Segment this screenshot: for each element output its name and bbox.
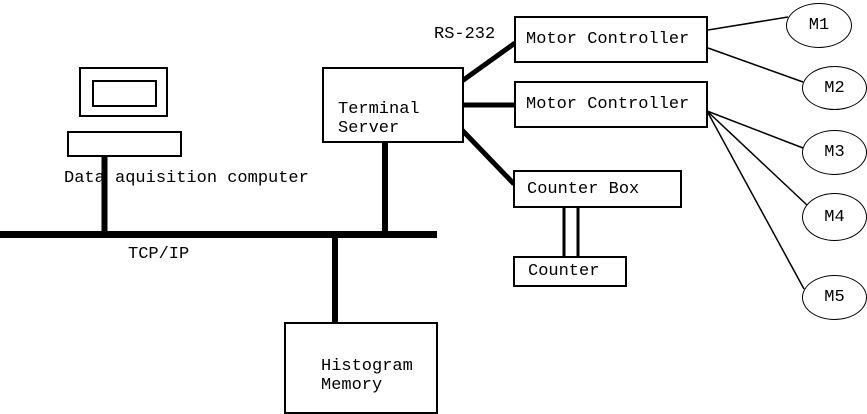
motor-m3-label: M3 (824, 143, 845, 162)
motor-m2-label: M2 (824, 78, 845, 98)
mc2-m3-link (706, 110, 804, 149)
terminal-server-counterbox-link (460, 128, 516, 186)
motor-controller-1-label: Motor Controller (526, 30, 690, 49)
histogram-memory-label: Histogram Memory (321, 357, 413, 395)
computer-screen-icon (92, 80, 157, 107)
mc1-m2-link (707, 47, 804, 83)
computer-keyboard-icon (67, 131, 182, 157)
tcpip-label: TCP/IP (128, 245, 190, 264)
motor-m1-node: M1 (786, 3, 852, 48)
motor-m4-node: M4 (802, 193, 867, 241)
counter-label: Counter (528, 262, 600, 281)
motor-m1-label: M1 (808, 16, 830, 35)
terminal-server-mc1-link (460, 40, 517, 84)
motor-m5-label: M5 (824, 288, 845, 307)
motor-m2-node: M2 (802, 66, 867, 110)
mc2-m5-link (706, 110, 805, 290)
data-acquisition-label: Data aquisition computer (64, 169, 309, 188)
motor-m5-node: M5 (802, 275, 867, 320)
counter-box-label: Counter Box (527, 179, 640, 199)
counter-box: Counter (513, 256, 627, 287)
mc2-m4-link (706, 110, 809, 207)
motor-controller-2-box: Motor Controller (514, 81, 708, 128)
motor-controller-1-box: Motor Controller (514, 16, 708, 63)
rs232-label: RS-232 (434, 25, 496, 44)
histogram-memory-box: Histogram Memory (284, 322, 438, 414)
terminal-server-label: Terminal Server (338, 100, 420, 138)
terminal-server-box: Terminal Server (322, 67, 464, 143)
mc1-m1-link (707, 16, 789, 31)
motor-controller-2-label: Motor Controller (526, 95, 690, 114)
motor-m3-node: M3 (802, 130, 867, 175)
motor-m4-label: M4 (824, 207, 845, 227)
counter-box-box: Counter Box (513, 170, 682, 208)
